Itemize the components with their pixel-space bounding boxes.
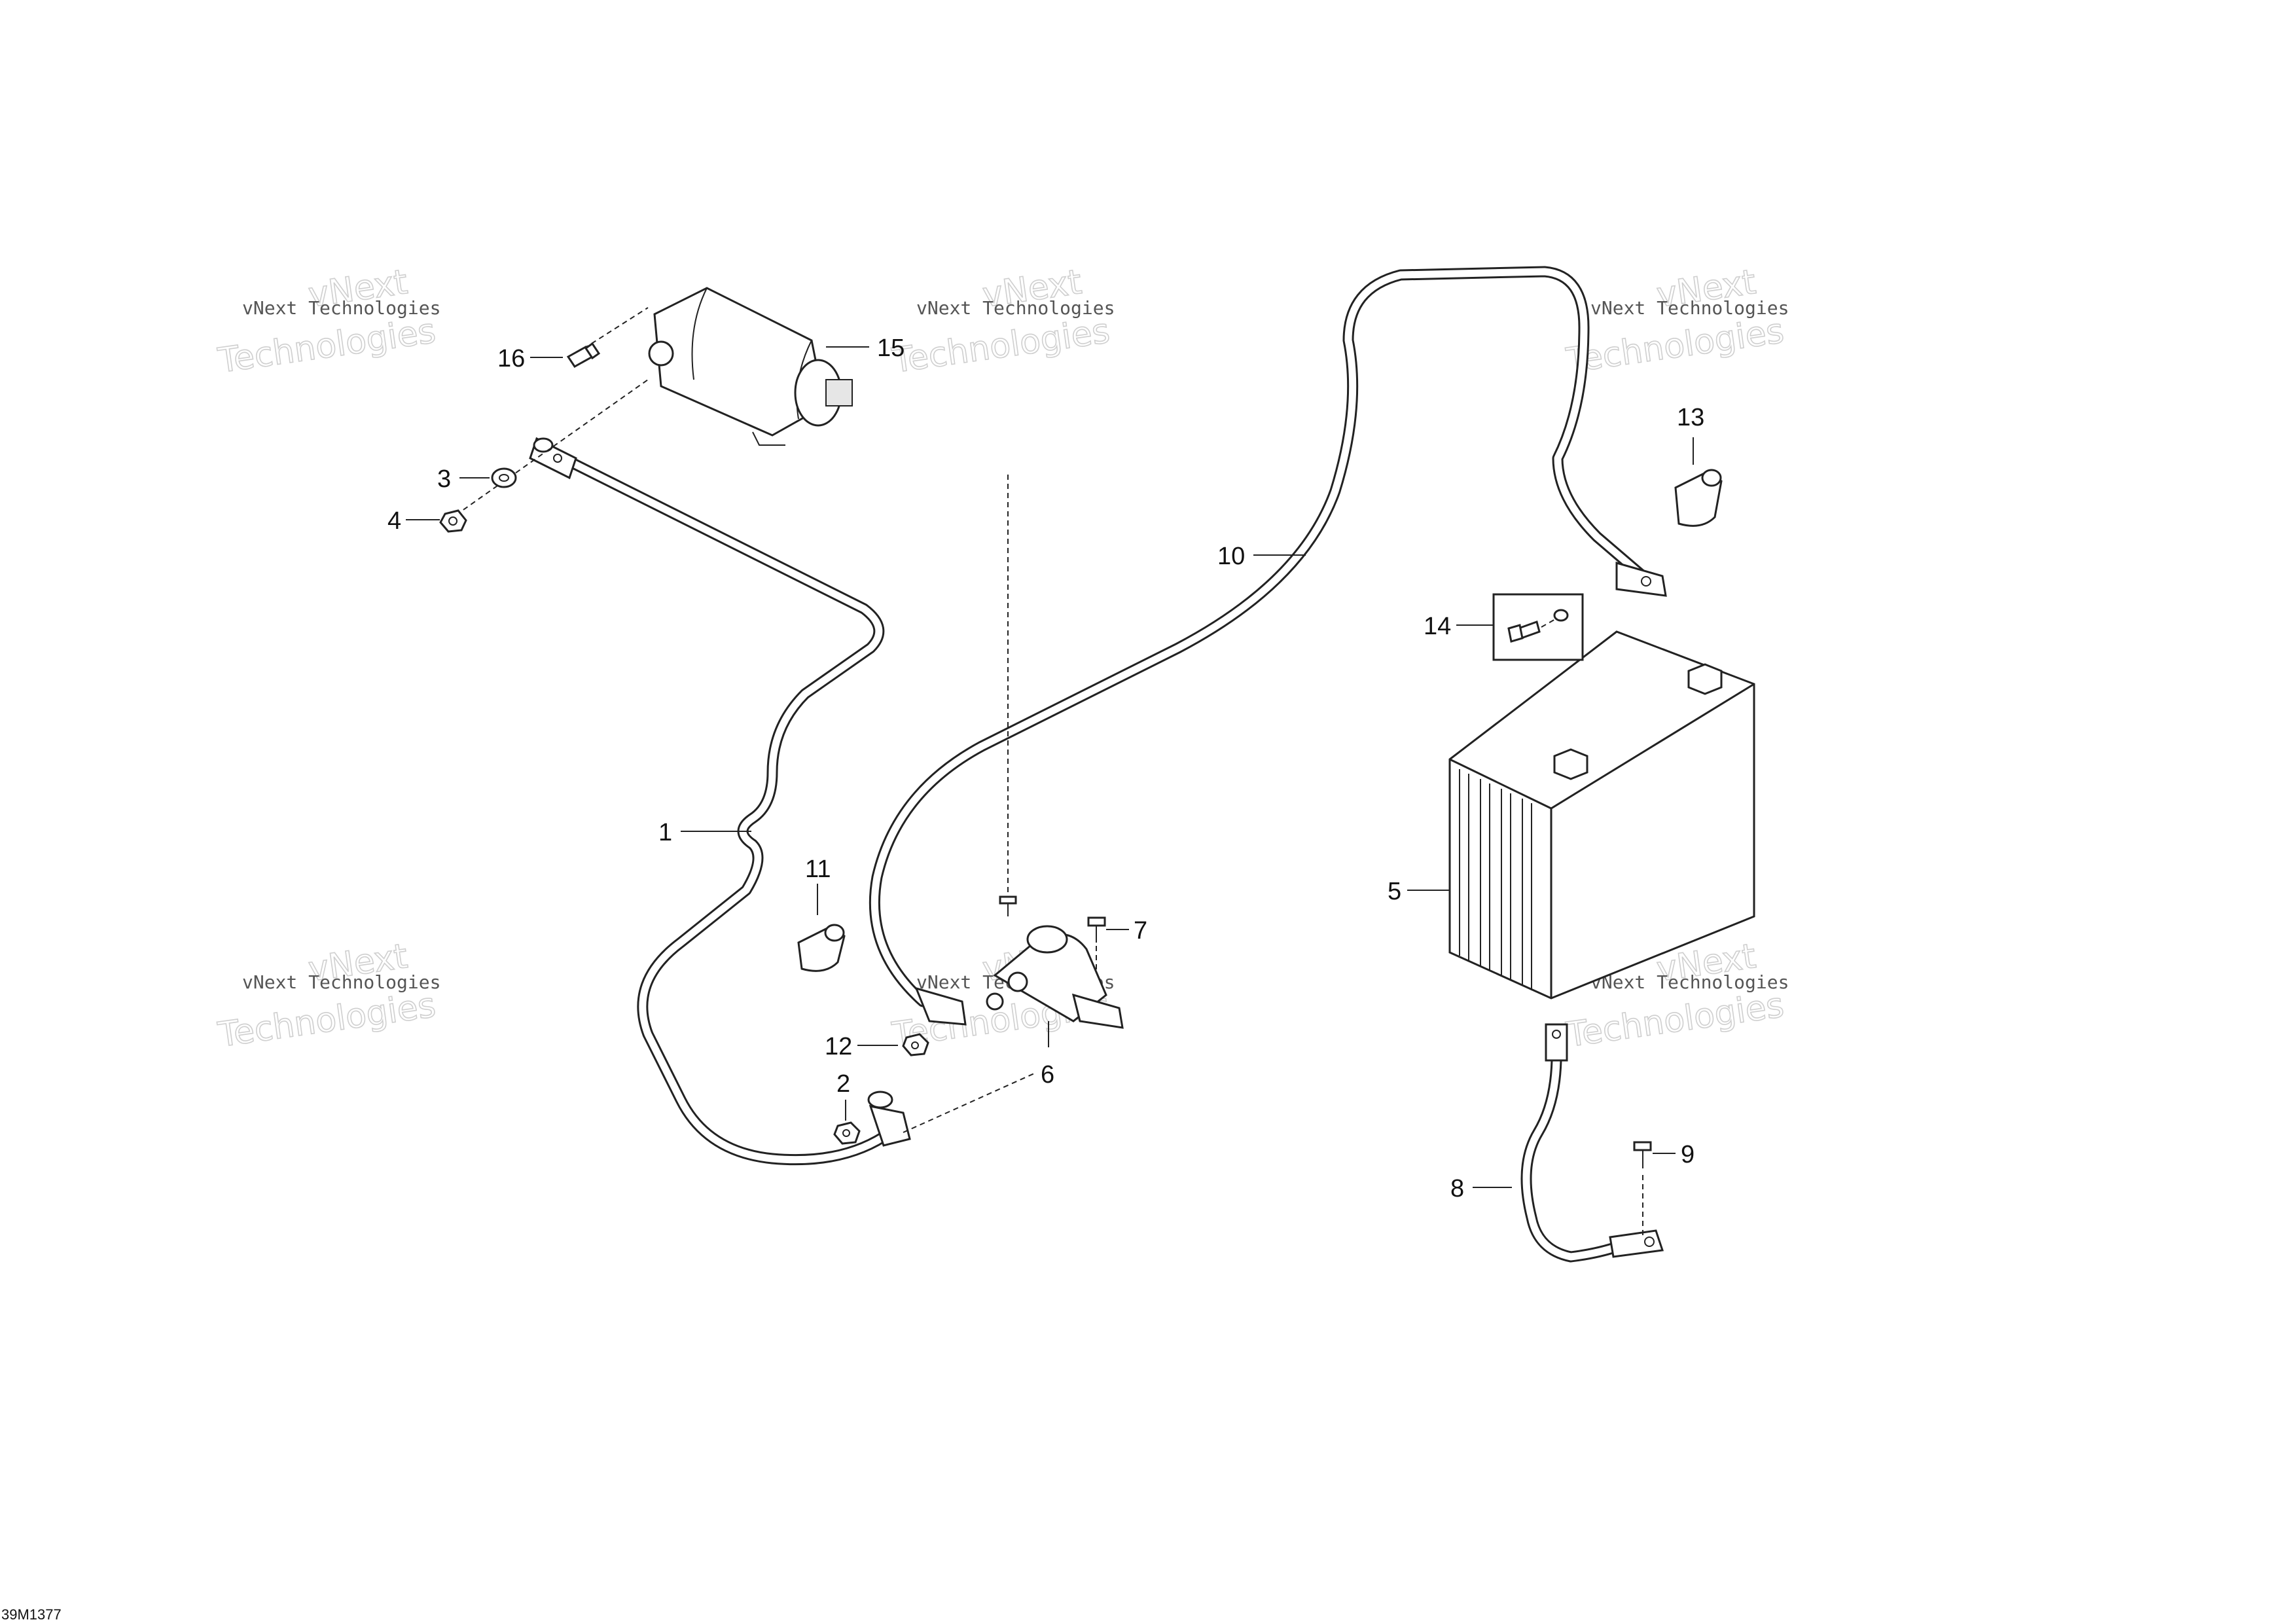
- callout-8: 8: [1450, 1175, 1464, 1202]
- cable-battery-negative: [1520, 1023, 1664, 1263]
- watermark-large: Technologies: [1564, 986, 1786, 1055]
- nut-4: [439, 509, 467, 533]
- boot-11: [797, 924, 846, 972]
- watermark-text: vNext Technologies: [242, 297, 440, 319]
- callout-14: 14: [1424, 613, 1451, 640]
- bolt-16: [566, 342, 601, 368]
- watermark-text: vNext Technologies: [242, 971, 440, 993]
- battery-hardware-kit: [1492, 593, 1584, 661]
- callout-labels: 1 2 3 4 5 6 7 8 9 10 11 12 13 14 15 16: [387, 334, 1704, 1202]
- cable-battery-positive: [869, 266, 1667, 1026]
- callout-12: 12: [825, 1033, 852, 1060]
- callout-1: 1: [658, 819, 672, 846]
- watermark: Technologies vNext vNext Technologies: [889, 262, 1115, 381]
- solenoid: [986, 895, 1124, 1029]
- callout-4: 4: [387, 507, 401, 535]
- watermark: Technologies vNext vNext Technologies: [1563, 262, 1789, 381]
- cable-starter: [529, 437, 911, 1166]
- watermark: Technologies vNext vNext Technologies: [215, 936, 440, 1055]
- watermark-large: Technologies: [1564, 312, 1786, 381]
- watermark-large: Technologies: [889, 312, 1112, 381]
- callout-11: 11: [805, 856, 831, 883]
- starter-motor: [648, 287, 853, 446]
- callout-3: 3: [437, 465, 451, 493]
- callout-9: 9: [1681, 1141, 1695, 1168]
- watermark-large: Technologies: [215, 986, 438, 1055]
- battery: [1448, 630, 1755, 1000]
- drawing-code: 39M1377: [1, 1606, 62, 1623]
- watermark-text: vNext Technologies: [1590, 971, 1789, 993]
- callout-13: 13: [1677, 404, 1704, 431]
- watermark-large: Technologies: [215, 312, 438, 381]
- washer-3: [491, 467, 517, 488]
- watermark-text: vNext Technologies: [916, 297, 1115, 319]
- bolt-9: [1633, 1141, 1652, 1168]
- boot-13: [1674, 469, 1723, 527]
- nut-2: [833, 1121, 861, 1145]
- callout-7: 7: [1134, 917, 1147, 945]
- watermark-text: vNext Technologies: [1590, 297, 1789, 319]
- callout-5: 5: [1388, 878, 1401, 905]
- bolt-7: [1087, 916, 1106, 943]
- nut-12: [902, 1033, 929, 1056]
- callout-16: 16: [497, 345, 525, 372]
- callout-2: 2: [836, 1070, 850, 1098]
- callout-15: 15: [877, 334, 905, 362]
- watermark: Technologies vNext vNext Technologies: [215, 262, 440, 381]
- callout-10: 10: [1217, 543, 1245, 570]
- leader-lines: [406, 346, 1694, 1188]
- callout-6: 6: [1041, 1061, 1054, 1089]
